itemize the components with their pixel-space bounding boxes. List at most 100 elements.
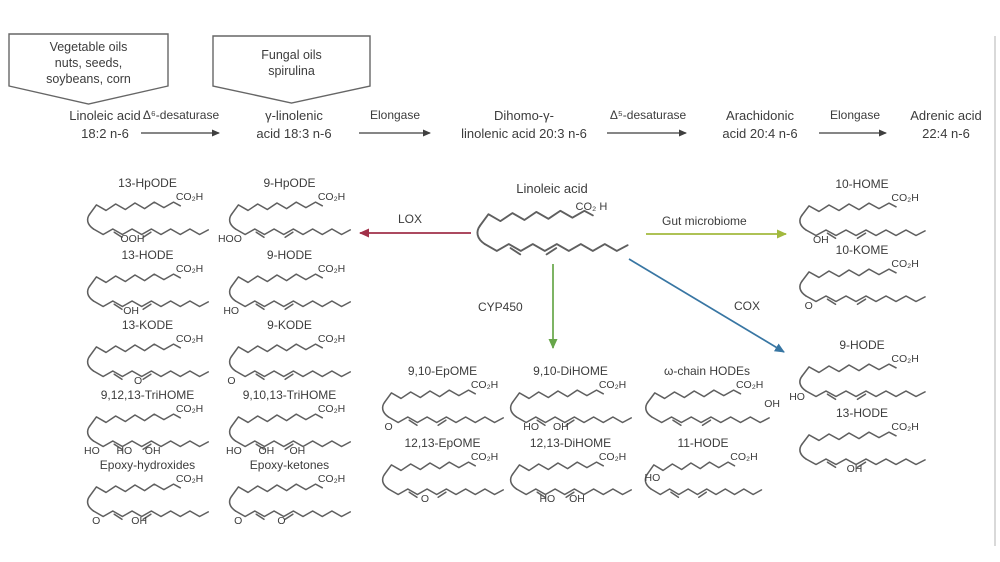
molecule-9-10-dihome: 9,10-DiHOME CO₂H HO OH xyxy=(503,364,638,433)
co2h-label: CO₂H xyxy=(470,379,499,391)
molecule-title: ω-chain HODEs xyxy=(663,364,751,378)
substituent-label: HOO xyxy=(217,233,242,245)
molecule-title: 12,13-EpOME xyxy=(404,436,481,450)
co2h-label: CO₂H xyxy=(730,451,758,463)
fatty-acid-skeleton-icon xyxy=(476,209,629,256)
molecule-title: 9-HODE xyxy=(839,338,885,352)
source-box-line: soybeans, corn xyxy=(46,72,131,86)
substituent-label: O xyxy=(277,515,286,527)
branch-label-cox: COX xyxy=(734,299,761,313)
substituent-label: HO xyxy=(644,472,661,484)
co2h-label: CO₂H xyxy=(891,353,919,365)
page-edge-line xyxy=(994,36,996,546)
substituent-label: OH xyxy=(131,515,148,527)
co2h-label: CO₂H xyxy=(317,473,346,485)
molecule-12-13-epome: 12,13-EpOME CO₂H O xyxy=(375,436,510,505)
molecule-9-hode-lox: 9-HODE CO₂H HO xyxy=(222,248,357,317)
co2h-label: CO₂H xyxy=(891,421,919,433)
substituent-label: HO xyxy=(84,445,100,457)
co2h-label: CO₂H xyxy=(175,333,204,345)
node-line: Dihomo-γ- xyxy=(494,108,554,123)
molecule-title: Epoxy-hydroxides xyxy=(99,458,196,472)
co2h-label: CO₂H xyxy=(891,258,919,270)
molecule-9-10-13-trihome: 9,10,13-TriHOME CO₂H HO OH OH xyxy=(222,388,357,457)
molecule-9-hode-cox: 9-HODE CO₂H HO xyxy=(789,338,932,403)
source-box-fungal-oils: Fungal oils spirulina xyxy=(212,35,371,105)
co2h-label: CO₂H xyxy=(317,403,346,415)
substituent-label: O xyxy=(234,515,243,527)
node-line: linolenic acid 20:3 n-6 xyxy=(461,126,587,141)
molecule-11-hode: 11-HODE CO₂H HO xyxy=(638,436,768,501)
substituent-label: OH xyxy=(144,445,161,457)
molecule-title: 9,10,13-TriHOME xyxy=(242,388,337,402)
source-box-vegetable-oils: Vegetable oils nuts, seeds, soybeans, co… xyxy=(8,33,169,106)
substituent-label: O xyxy=(804,300,813,312)
substituent-label: HO xyxy=(523,421,539,433)
node-line: γ-linolenic xyxy=(265,108,323,123)
molecule-title: 9,12,13-TriHOME xyxy=(100,388,195,402)
molecule-omega-chain-hodes: ω-chain HODEs CO₂H OH xyxy=(638,364,780,429)
molecule-title: 13-HODE xyxy=(121,248,174,262)
source-box-line: nuts, seeds, xyxy=(54,56,123,70)
substituent-label: OH xyxy=(123,305,139,317)
molecule-title: 13-HODE xyxy=(835,406,888,420)
arrow-cox xyxy=(628,258,785,353)
molecule-13-hode-cox: 13-HODE CO₂H OH xyxy=(792,406,932,475)
substituent-label: O xyxy=(134,375,143,387)
node-line: Linoleic acid xyxy=(69,108,141,123)
substituent-label: OH xyxy=(289,445,306,457)
molecule-epoxy-ketones: Epoxy-ketones CO₂H O O xyxy=(222,458,357,527)
enzyme-label-d6-desaturase: Δ⁶-desaturase xyxy=(142,108,220,122)
molecule-10-home: 10-HOME CO₂H OH xyxy=(792,177,932,246)
molecule-9-10-epome: 9,10-EpOME CO₂H O xyxy=(375,364,510,433)
substituent-label: HO xyxy=(226,445,242,457)
branch-label-gut-microbiome: Gut microbiome xyxy=(662,214,747,228)
co2h-label: CO₂H xyxy=(598,379,627,391)
co2h-label: CO₂H xyxy=(317,263,346,275)
co2h-label: CO₂H xyxy=(175,191,204,203)
pentagon-shape xyxy=(212,35,371,104)
substituent-label: OH xyxy=(813,234,829,246)
substituent-label: OOH xyxy=(120,233,145,245)
molecule-10-kome: 10-KOME CO₂H O xyxy=(792,243,932,312)
substituent-label: OH xyxy=(846,463,863,475)
substituent-label: O xyxy=(227,375,236,387)
molecule-9-hpode: 9-HpODE CO₂H HOO xyxy=(218,176,357,245)
molecule-title: Epoxy-ketones xyxy=(249,458,330,472)
branch-label-cyp450: CYP450 xyxy=(478,300,523,314)
source-box-line: spirulina xyxy=(268,64,315,78)
molecule-title: 9-HODE xyxy=(266,248,313,262)
node-line: Arachidonic xyxy=(726,108,794,123)
pathway-node-dihomo-gamma-linolenic: Dihomo-γ- linolenic acid 20:3 n-6 xyxy=(443,107,605,143)
pathway-node-linoleic-acid: Linoleic acid 18:2 n-6 xyxy=(40,107,170,143)
co2h-label: CO₂H xyxy=(175,473,204,485)
node-line: 18:2 n-6 xyxy=(81,126,129,141)
pathway-node-arachidonic: Arachidonic acid 20:4 n-6 xyxy=(703,107,817,143)
substituent-label: OH xyxy=(552,421,569,433)
source-box-line: Vegetable oils xyxy=(49,40,128,54)
node-line: acid 18:3 n-6 xyxy=(256,126,332,141)
substituent-label: O xyxy=(384,421,393,433)
co2h-label: CO₂H xyxy=(891,192,919,204)
co2h-label: CO₂H xyxy=(317,333,346,345)
substituent-label: HO xyxy=(789,391,805,403)
molecule-title: 10-HOME xyxy=(835,177,889,191)
molecule-linoleic-acid-center: Linoleic acid CO₂ H xyxy=(468,182,636,259)
co2h-label: CO₂H xyxy=(175,263,204,275)
enzyme-label-elongase-1: Elongase xyxy=(369,108,421,122)
pathway-node-gamma-linolenic: γ-linolenic acid 18:3 n-6 xyxy=(238,107,350,143)
molecule-9-12-13-trihome: 9,12,13-TriHOME CO₂H HO HO OH xyxy=(80,388,215,457)
substituent-label: O xyxy=(92,515,101,527)
molecule-title: 9,10-DiHOME xyxy=(533,364,608,378)
molecule-title: 11-HODE xyxy=(677,436,729,450)
co2h-label: CO₂H xyxy=(175,403,204,415)
molecule-title: 13-HpODE xyxy=(118,176,177,190)
molecule-9-kode: 9-KODE CO₂H O xyxy=(222,318,357,387)
molecule-title: 12,13-DiHOME xyxy=(529,436,612,450)
source-box-line: Fungal oils xyxy=(261,48,322,62)
molecule-title: 9-KODE xyxy=(267,318,312,332)
co2h-label: CO₂H xyxy=(317,191,346,203)
molecule-12-13-dihome: 12,13-DiHOME CO₂H HO OH xyxy=(503,436,638,505)
co2h-label: CO₂ H xyxy=(575,201,608,213)
molecule-title: Linoleic acid xyxy=(516,181,588,196)
